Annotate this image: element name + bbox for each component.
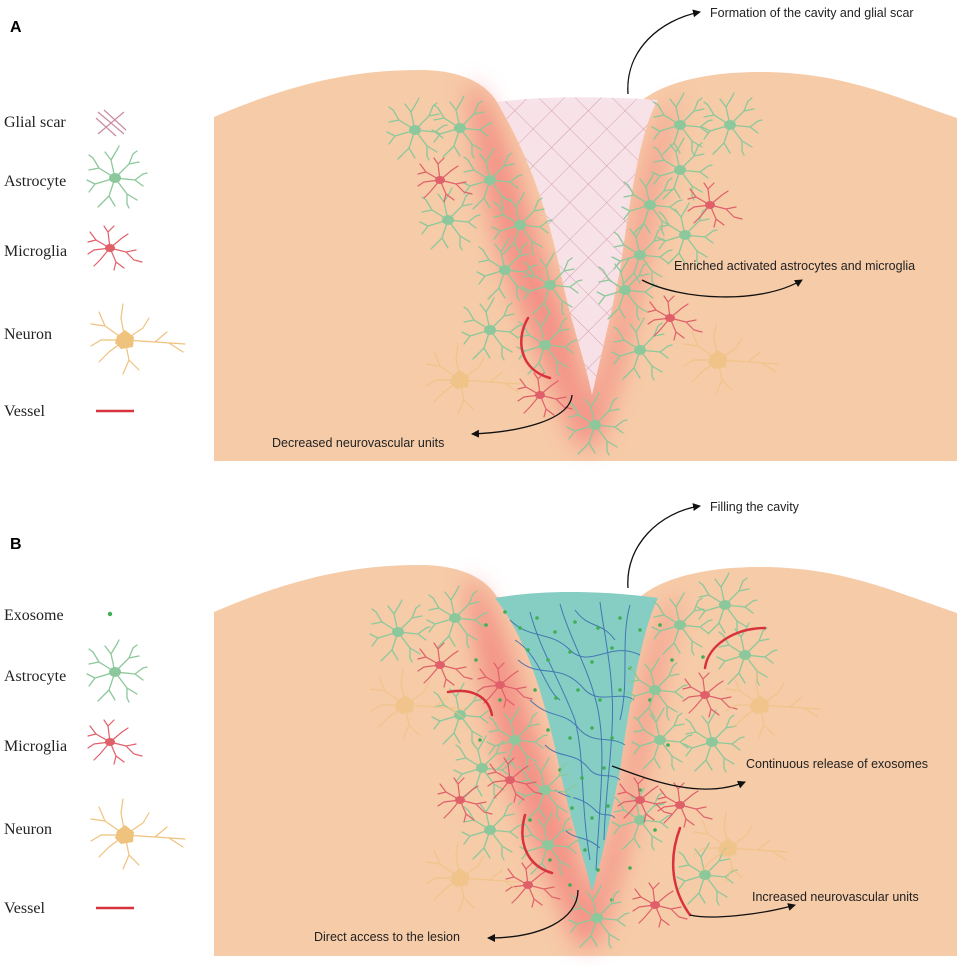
- annotation-direct: Direct access to the lesion: [314, 930, 460, 944]
- exosome-icon: [107, 611, 113, 617]
- arrow-continuous: [611, 765, 746, 790]
- annotation-decreased: Decreased neurovascular units: [272, 436, 444, 450]
- panel-b-letter: B: [10, 536, 22, 553]
- legend-b-item-3-label: Microglia: [4, 738, 67, 755]
- annotation-formation: Formation of the cavity and glial scar: [710, 6, 914, 20]
- neuron-icon: [90, 798, 186, 870]
- microglia-icon: [87, 225, 143, 271]
- arrow-filling: [627, 503, 701, 589]
- annotation-increased: Increased neurovascular units: [752, 890, 919, 904]
- arrow-decreased: [471, 394, 573, 438]
- annotation-continuous: Continuous release of exosomes: [746, 757, 928, 771]
- panel-b: B: [4, 500, 957, 956]
- hydrogel-cavity: [495, 592, 658, 892]
- glial-scar-cavity: [497, 97, 658, 395]
- legend-a-item-4-label: Neuron: [4, 326, 52, 343]
- legend-b-item-5-label: Vessel: [4, 900, 45, 917]
- legend-b: Exosome Astrocyte Microglia Neuron Vesse…: [4, 607, 186, 917]
- arrow-increased: [689, 903, 796, 918]
- arrow-enriched: [641, 279, 803, 298]
- legend-a: Glial scar Astrocyte Microglia Neuron Ve…: [4, 109, 186, 420]
- astrocyte-icon: [86, 639, 148, 703]
- legend-b-item-2-label: Astrocyte: [4, 668, 66, 685]
- vessels-b: [446, 626, 767, 917]
- glial-scar-icon: [95, 109, 127, 137]
- panel-a-letter: A: [10, 19, 22, 36]
- legend-b-item-4-label: Neuron: [4, 821, 52, 838]
- legend-a-item-5-label: Vessel: [4, 403, 45, 420]
- annotation-enriched: Enriched activated astrocytes and microg…: [674, 259, 915, 273]
- arrow-direct: [487, 889, 579, 942]
- microglia-icon: [87, 719, 143, 765]
- hydrogel-mesh: [509, 601, 641, 871]
- legend-a-item-3-label: Microglia: [4, 243, 67, 260]
- legend-a-item-1-label: Glial scar: [4, 114, 66, 131]
- legend-b-item-1-label: Exosome: [4, 607, 64, 624]
- arrow-formation: [627, 9, 701, 95]
- neuron-icon: [90, 303, 186, 375]
- panel-a: A: [4, 6, 957, 461]
- annotation-filling: Filling the cavity: [710, 500, 800, 514]
- astrocyte-icon: [86, 145, 148, 209]
- legend-a-item-2-label: Astrocyte: [4, 173, 66, 190]
- vessel-a: [520, 316, 552, 380]
